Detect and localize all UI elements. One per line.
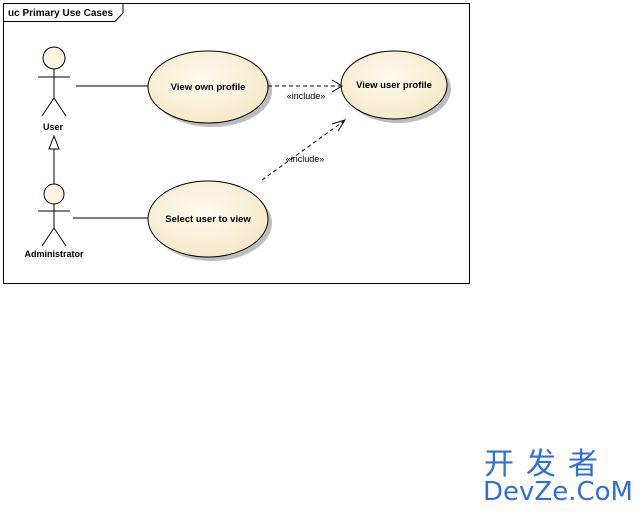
actor-administrator[interactable]: Administrator bbox=[24, 183, 84, 259]
watermark-en-text: DevZe.CoM bbox=[483, 477, 633, 507]
actor-user[interactable]: User bbox=[38, 46, 70, 132]
include-label-1: «include» bbox=[287, 91, 326, 101]
include-arrow-2: «include» bbox=[261, 119, 347, 181]
actor-administrator-label: Administrator bbox=[24, 249, 84, 259]
usecase-view-own-profile-label: View own profile bbox=[171, 82, 246, 93]
include-arrow-1: «include» bbox=[268, 79, 343, 101]
frame-title: uc Primary Use Cases bbox=[8, 8, 114, 19]
watermark-cn-text: 开发者 bbox=[484, 447, 610, 482]
generalization-arrow bbox=[48, 134, 60, 184]
diagram-frame: uc Primary Use Cases bbox=[3, 3, 470, 284]
include-label-2: «include» bbox=[286, 154, 325, 164]
actor-user-label: User bbox=[43, 122, 64, 132]
usecase-select-user-to-view-label: Select user to view bbox=[165, 214, 251, 225]
usecase-view-user-profile[interactable]: View user profile bbox=[340, 50, 451, 123]
watermark-logo: 开发者 DevZe.CoM bbox=[483, 447, 633, 507]
usecase-view-user-profile-label: View user profile bbox=[356, 80, 432, 91]
usecase-view-own-profile[interactable]: View own profile bbox=[147, 50, 272, 127]
usecase-select-user-to-view[interactable]: Select user to view bbox=[147, 180, 272, 261]
